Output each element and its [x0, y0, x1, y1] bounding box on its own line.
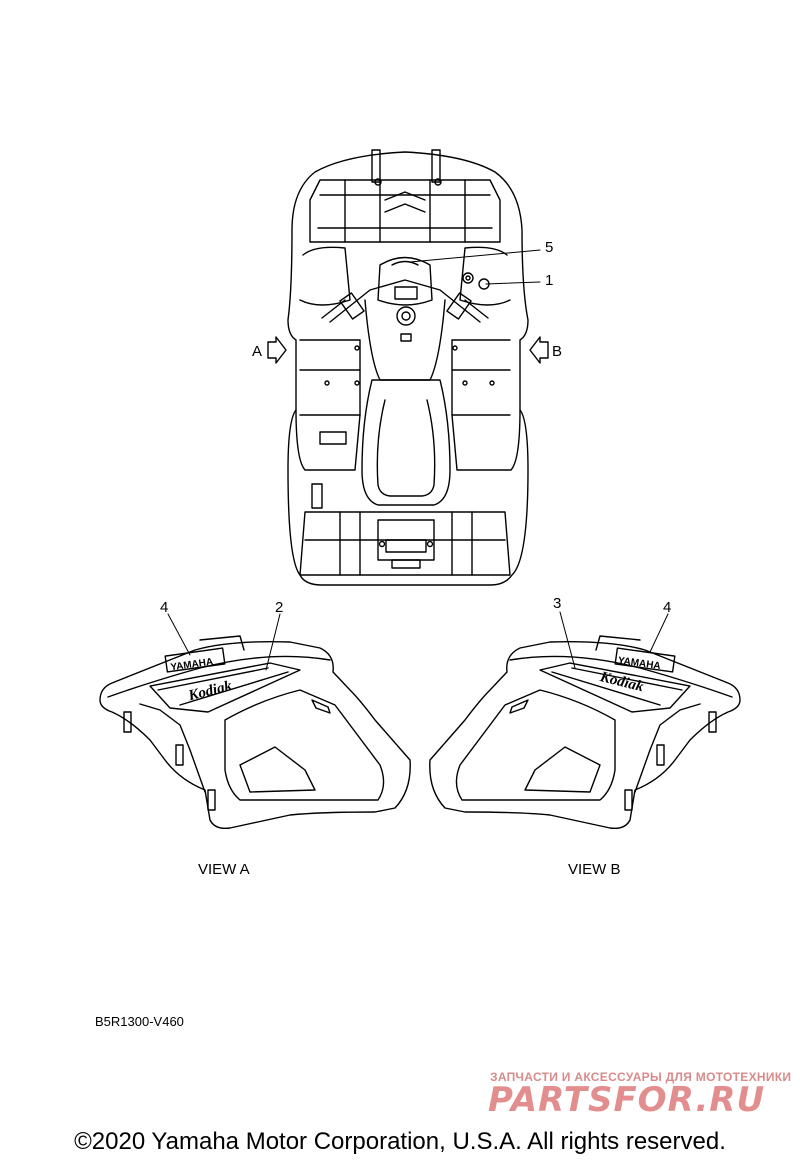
callout-labels: 5 1 4 2 3 4	[160, 239, 671, 616]
decal-lettering: YAMAHA Kodiak YAMAHA Kodiak	[170, 655, 661, 704]
view-arrow-b-icon	[529, 336, 549, 364]
atv-top-view	[287, 149, 529, 586]
model-decal-a: Kodiak	[186, 678, 234, 705]
callout-5: 5	[545, 239, 553, 256]
leader-lines-views	[167, 611, 669, 671]
callout-4-left: 4	[160, 599, 168, 616]
view-b-label: VIEW B	[568, 861, 621, 878]
watermark-tagline: ЗАПЧАСТИ И АКСЕССУАРЫ ДЛЯ МОТОТЕХНИКИ	[490, 1070, 792, 1084]
side-panel-view-a	[99, 635, 411, 830]
diagram-code: B5R1300-V460	[95, 1014, 184, 1029]
view-a-label: VIEW A	[198, 861, 250, 878]
view-arrow-b-label: B	[552, 343, 562, 360]
watermark-logo: PARTSFOR.RU	[488, 1080, 766, 1120]
leader-lines-top	[409, 249, 541, 285]
callout-1: 1	[545, 272, 553, 289]
copyright-notice: ©2020 Yamaha Motor Corporation, U.S.A. A…	[74, 1128, 726, 1155]
brand-decal-b: YAMAHA	[617, 655, 661, 672]
view-arrow-a-label: A	[252, 343, 262, 360]
callout-4-right: 4	[663, 599, 671, 616]
callout-2: 2	[275, 599, 283, 616]
view-arrow-a-icon	[267, 336, 287, 364]
side-panel-view-b	[429, 635, 741, 830]
callout-3: 3	[553, 595, 561, 612]
